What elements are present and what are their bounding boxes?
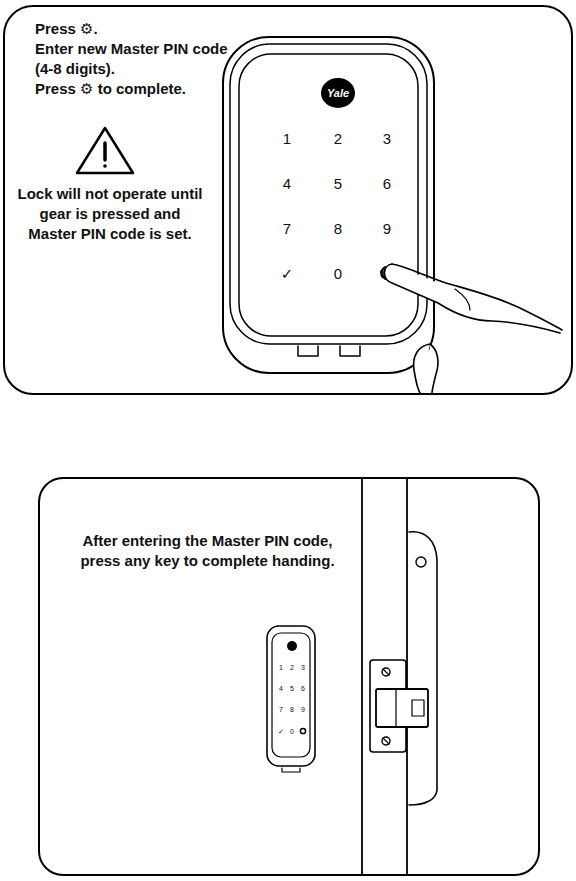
keypad-key: 7 — [283, 221, 291, 236]
lock-outer — [223, 37, 434, 373]
keypad-key: 9 — [383, 221, 391, 236]
warning-mark — [103, 143, 107, 160]
door-edge — [361, 478, 363, 875]
keypad-key: 2 — [290, 664, 294, 671]
keypad-key: 1 — [283, 131, 291, 146]
knuckle — [455, 289, 470, 310]
pointing-hand — [384, 264, 560, 333]
small-lock-face — [272, 633, 310, 757]
brand-logo: Yale — [327, 88, 349, 99]
instruction-text: After entering the Master PIN code, pres… — [70, 531, 345, 571]
keypad-key: 1 — [279, 664, 283, 671]
keypad-key: 0 — [290, 728, 294, 735]
keypad-key: ✓ — [281, 266, 294, 281]
keypad-key: 8 — [334, 221, 342, 236]
interior-housing — [409, 532, 437, 805]
deadbolt-detail — [396, 689, 424, 727]
keypad-key: 5 — [334, 176, 342, 191]
keypad-key: 7 — [279, 706, 283, 713]
keypad-key: 2 — [334, 131, 342, 146]
warning-dot — [103, 164, 107, 168]
lock-rim — [230, 44, 427, 344]
keypad-key: 6 — [383, 176, 391, 191]
keypad-key: 9 — [301, 706, 305, 713]
keypad-key: ✓ — [278, 728, 284, 735]
keypad-key: 6 — [301, 685, 305, 692]
lock-bottom-detail — [298, 346, 360, 356]
keypad-key: 4 — [279, 685, 283, 692]
keypad-key: 4 — [283, 176, 291, 191]
lock-face — [239, 54, 418, 336]
small-gear-key — [300, 728, 305, 733]
instruction-text: Enter new Master PIN code (4-8 digits). — [35, 39, 230, 79]
small-lock-bottom — [282, 768, 300, 772]
warning-text: Lock will not operate until gear is pres… — [15, 184, 205, 244]
instruction-panel: Press ⚙.Enter new Master PIN code (4-8 d… — [3, 5, 573, 395]
keypad-key: 0 — [334, 266, 342, 281]
pointing-hand-top — [392, 264, 562, 330]
keypad-key: 3 — [301, 664, 305, 671]
logo-badge — [321, 78, 355, 108]
thumb-turn — [416, 557, 426, 567]
instruction-panel: After entering the Master PIN code, pres… — [38, 477, 540, 876]
keypad-key: 3 — [383, 131, 391, 146]
small-logo — [287, 641, 297, 651]
warning-triangle — [77, 128, 133, 173]
instruction-text: Press ⚙ to complete. — [35, 79, 230, 99]
keypad-key: 8 — [290, 706, 294, 713]
keypad-key: 5 — [290, 685, 294, 692]
deadbolt — [376, 689, 428, 727]
small-lock-outer — [267, 626, 315, 766]
instruction-text: Press ⚙. — [35, 19, 230, 39]
thumb — [414, 344, 438, 393]
